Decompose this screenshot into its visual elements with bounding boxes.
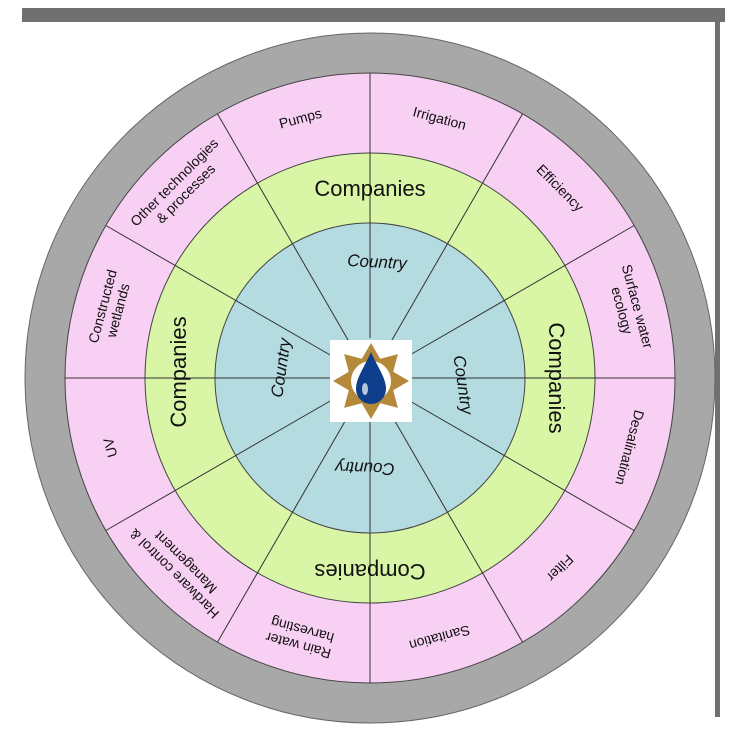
segment-divider-line [105, 225, 336, 359]
segment-divider-line [404, 397, 635, 531]
segment-divider-line [217, 412, 351, 643]
segment-divider-line [389, 113, 523, 344]
companies-label-left: Companies [166, 316, 191, 427]
segment-divider-line [389, 412, 523, 643]
segment-dividers [65, 73, 675, 683]
companies-label-bottom: Companies [314, 559, 425, 584]
segment-divider-line [217, 113, 351, 344]
segment-divider-line [404, 225, 635, 359]
companies-label-right: Companies [544, 322, 569, 433]
country-label-top: Country [347, 251, 409, 273]
ring-labels: Companies Companies Companies Companies … [166, 176, 569, 584]
segment-divider-line [105, 397, 336, 531]
companies-label-top: Companies [314, 176, 425, 201]
top-frame-bar [22, 8, 725, 22]
water-drop-star-icon [330, 340, 412, 422]
country-label-bottom: Country [333, 457, 395, 478]
right-frame-bar [715, 22, 720, 717]
segment-label: UV [99, 436, 120, 460]
